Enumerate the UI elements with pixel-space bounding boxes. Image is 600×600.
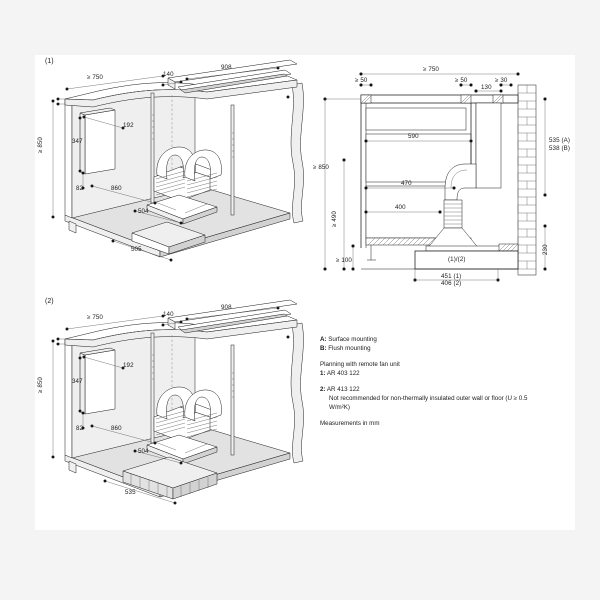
legend-planning-block: Planning with remote fan unit 1: AR 403 …: [320, 361, 550, 379]
legend-mounting-b: B: Flush mounting: [320, 345, 550, 354]
legend-item-2-key: 2:: [320, 385, 326, 393]
view-2-label: (2): [45, 298, 54, 305]
legend-mounting-a: A: Surface mounting: [320, 336, 550, 345]
dim-cabinet-width-1: 192: [123, 122, 134, 129]
brick-wall: [517, 84, 537, 276]
legend-item-2-block: 2: AR 413 122 Not recommended for non-th…: [320, 386, 550, 413]
dim-section-duct-width: 130: [481, 84, 492, 91]
dim-section-590: 590: [408, 133, 419, 140]
dim-cabinet-height-2: 347: [72, 378, 83, 385]
legend-item-2-note: Not recommended for non-thermally insula…: [329, 394, 528, 411]
dim-hood-length-2: 908: [221, 304, 232, 311]
dim-room-height-2: ≥ 850: [37, 377, 44, 393]
dim-cabinet-height-1: 347: [72, 138, 83, 145]
legend: A: Surface mounting B: Flush mounting Pl…: [320, 336, 550, 429]
legend-mounting-a-key: A:: [320, 336, 327, 343]
legend-item-1-key: 1:: [320, 369, 326, 377]
dim-base-width-2: 535: [125, 489, 136, 496]
dim-hood-length-1: 908: [221, 64, 232, 71]
dim-ceiling-depth-1: ≥ 750: [87, 74, 103, 81]
dim-ceiling-depth-2: ≥ 750: [87, 314, 103, 321]
dim-section-gap-mid: ≥ 50: [455, 77, 468, 84]
dim-section-height-850: ≥ 850: [313, 164, 329, 171]
dim-section-right-b: 538 (B): [549, 145, 570, 152]
dim-section-height-100: ≥ 100: [336, 257, 352, 264]
section-view-graphic: [323, 72, 547, 282]
dim-section-base-406: 406 (2): [441, 280, 462, 287]
view-1-label: (1): [45, 58, 54, 65]
dim-cooktop-width-1: 504: [138, 208, 149, 215]
dim-section-400: 400: [395, 204, 406, 211]
legend-mounting-block: A: Surface mounting B: Flush mounting: [320, 336, 550, 354]
dim-hood-offset-2: 140: [163, 311, 174, 318]
dim-section-base-451: 451 (1): [441, 273, 462, 280]
dim-section-gap-right: ≥ 30: [495, 77, 508, 84]
dim-counter-depth-2: 860: [111, 425, 122, 432]
dim-section-gap-left: ≥ 50: [355, 77, 368, 84]
legend-mounting-b-text: Flush mounting: [328, 344, 371, 352]
legend-planning-heading: Planning with remote fan unit: [320, 360, 400, 368]
dim-cabinet-base-1: 82: [76, 185, 84, 192]
dim-counter-depth-1: 860: [111, 185, 122, 192]
legend-item-1-text: AR 403 122: [326, 369, 360, 377]
dim-section-top-total: ≥ 750: [423, 66, 439, 73]
view-1-graphic: [51, 59, 304, 262]
legend-mounting-b-key: B:: [320, 344, 327, 352]
legend-units: Measurements in mm: [320, 419, 380, 427]
dim-section-right-a: 535 (A): [549, 137, 570, 144]
drawing-sheet: (1): [35, 55, 575, 530]
view-1: (1): [35, 55, 325, 280]
insulated-base-unit: [122, 456, 218, 500]
legend-item-2-text: AR 413 122: [326, 385, 360, 393]
legend-item-1: 1: AR 403 122: [320, 370, 550, 379]
dim-room-height-1: ≥ 850: [37, 137, 44, 153]
view-2-graphic: [51, 299, 304, 505]
dim-section-plinth-height: 230: [542, 244, 549, 255]
dim-cabinet-base-2: 82: [76, 425, 84, 432]
dim-cabinet-width-2: 192: [123, 362, 134, 369]
dim-section-base-label: (1)/(2): [448, 256, 466, 263]
legend-mounting-a-text: Surface mounting: [328, 336, 377, 343]
view-2: (2): [35, 295, 325, 520]
dim-hood-offset-1: 140: [163, 71, 174, 78]
legend-item-2: 2: AR 413 122: [320, 386, 550, 395]
section-view: ≥ 750 ≥ 50 ≥ 50 ≥ 30 130 590 470 400 ≥ 8…: [313, 60, 575, 290]
dim-section-470: 470: [401, 180, 412, 187]
dim-section-height-490: ≥ 490: [331, 211, 338, 227]
dim-base-width-1: 505: [131, 246, 142, 253]
dim-cooktop-width-2: 504: [138, 448, 149, 455]
